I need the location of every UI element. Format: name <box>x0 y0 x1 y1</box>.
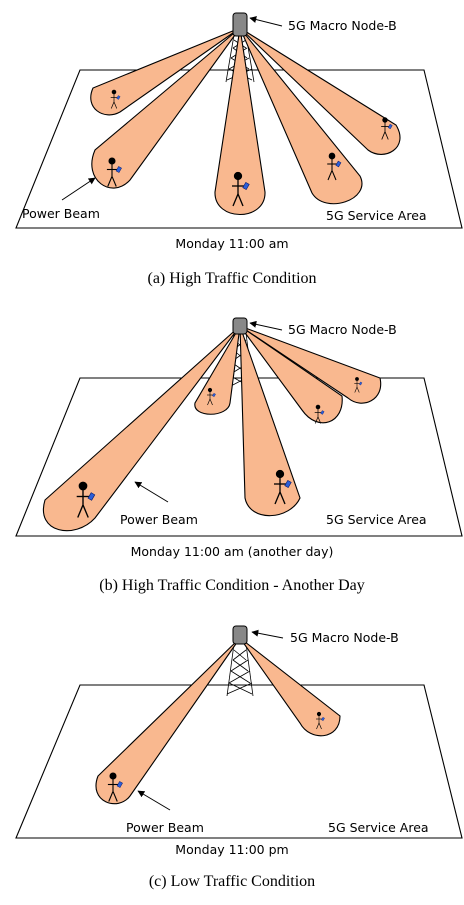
node-arrow <box>249 320 283 331</box>
user-figure <box>327 152 342 181</box>
power-beam <box>95 637 241 805</box>
user-figure <box>106 157 122 187</box>
time-label: Monday 11:00 am <box>175 236 289 251</box>
macro-node-b-icon <box>232 625 248 645</box>
power-beams <box>42 325 382 532</box>
user-figure <box>107 772 123 802</box>
time-label: Monday 11:00 am (another day) <box>130 544 334 559</box>
power-beam <box>214 27 266 215</box>
user-figure <box>232 171 250 207</box>
node-label: 5G Macro Node-B <box>290 630 399 645</box>
power-beams <box>95 637 341 805</box>
user-figure <box>207 387 216 406</box>
power-beams <box>90 27 401 215</box>
service-area-label: 5G Service Area <box>328 820 429 835</box>
tower-icon <box>226 643 254 697</box>
beam-arrow <box>61 177 96 201</box>
service-area-plane <box>15 69 463 229</box>
caption: (c) Low Traffic Condition <box>148 873 316 890</box>
service-area-label: 5G Service Area <box>326 512 427 527</box>
user-figure <box>316 711 325 730</box>
user-figure <box>110 89 121 109</box>
user-figure <box>314 404 325 424</box>
power-beam <box>90 27 241 116</box>
diagram-a: 5G Macro Node-B Power Beam 5G Service Ar… <box>15 12 463 229</box>
power-beam-label: Power Beam <box>22 206 100 221</box>
node-arrow <box>251 629 284 639</box>
panel-b: 5G Macro Node-B Power Beam 5G Service Ar… <box>0 308 464 608</box>
power-beam <box>239 325 301 517</box>
node-label: 5G Macro Node-B <box>288 322 397 337</box>
power-beam <box>239 637 341 737</box>
caption: (a) High Traffic Condition <box>147 270 317 287</box>
node-label: 5G Macro Node-B <box>288 18 397 33</box>
user-figure <box>76 481 96 518</box>
power-beam <box>42 325 241 532</box>
user-figure <box>354 377 363 393</box>
power-beam <box>239 325 343 424</box>
service-area-label: 5G Service Area <box>326 208 427 223</box>
user-figure <box>381 117 393 140</box>
diagram-b: 5G Macro Node-B Power Beam 5G Service Ar… <box>15 317 463 537</box>
beam-arrow <box>134 481 169 503</box>
caption: (b) High Traffic Condition - Another Day <box>99 577 365 594</box>
service-area-plane <box>15 684 463 839</box>
user-figure <box>274 469 292 505</box>
macro-node-b-icon <box>232 317 248 335</box>
power-beam-label: Power Beam <box>120 512 198 527</box>
macro-node-b-icon <box>232 12 248 37</box>
beam-arrow <box>137 790 171 811</box>
power-beam <box>194 325 241 415</box>
node-arrow <box>249 16 283 27</box>
power-beam <box>91 27 241 189</box>
panel-a: 5G Macro Node-B Power Beam 5G Service Ar… <box>0 0 464 300</box>
time-label: Monday 11:00 pm <box>175 842 289 857</box>
power-beam-label: Power Beam <box>126 820 204 835</box>
diagram-c: 5G Macro Node-B Power Beam 5G Service Ar… <box>15 625 463 839</box>
power-beam <box>239 325 382 404</box>
power-beam <box>239 27 401 155</box>
panel-c: 5G Macro Node-B Power Beam 5G Service Ar… <box>0 616 464 905</box>
power-beam <box>239 27 363 205</box>
